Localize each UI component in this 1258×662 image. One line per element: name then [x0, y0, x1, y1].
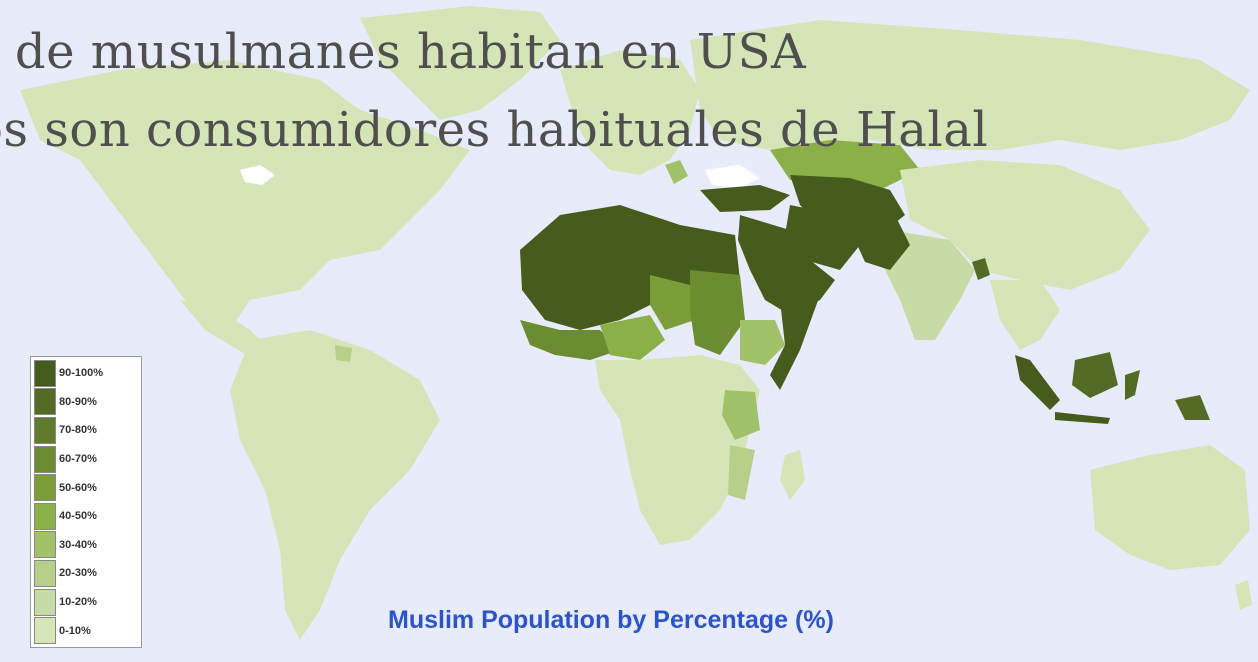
overlay-text-line-1: s de musulmanes habitan en USA	[0, 24, 807, 80]
overlay-text-line-2: os son consumidores habituales de Halal	[0, 102, 989, 158]
legend-label: 10-20%	[59, 596, 97, 609]
legend-swatch	[34, 502, 56, 530]
region-south-america	[230, 330, 440, 640]
legend-swatch	[34, 359, 56, 387]
region-australia	[1090, 445, 1250, 570]
region-arabia	[738, 215, 835, 315]
legend-item: 10-20%	[34, 588, 138, 617]
region-great-lakes	[240, 165, 275, 185]
region-greenland	[360, 6, 560, 120]
legend-item: 90-100%	[34, 359, 138, 388]
legend-swatch	[34, 388, 56, 416]
region-southeast-asia	[990, 280, 1060, 350]
region-turkey	[700, 185, 790, 212]
legend-label: 60-70%	[59, 453, 97, 466]
region-sulawesi	[1125, 370, 1140, 400]
region-sudan	[690, 270, 745, 355]
legend-label: 0-10%	[59, 624, 91, 637]
legend-item: 60-70%	[34, 445, 138, 474]
map-title: Muslim Population by Percentage (%)	[388, 606, 834, 634]
legend-swatch	[34, 588, 56, 616]
region-somalia	[770, 295, 820, 390]
region-java	[1055, 412, 1110, 424]
legend-item: 20-30%	[34, 559, 138, 588]
region-chad	[650, 275, 695, 330]
legend-swatch	[34, 559, 56, 587]
region-papua	[1175, 395, 1210, 420]
region-nigeria	[600, 315, 665, 360]
region-central-america	[180, 300, 270, 360]
legend-label: 40-50%	[59, 510, 97, 523]
region-central-africa	[595, 355, 760, 545]
legend-label: 90-100%	[59, 367, 104, 380]
legend-item: 70-80%	[34, 416, 138, 445]
region-suriname	[335, 345, 352, 362]
legend-swatch	[34, 474, 56, 502]
legend-item: 0-10%	[34, 616, 138, 645]
region-tanzania	[722, 390, 760, 440]
region-mozambique	[728, 445, 755, 500]
map-legend: 90-100% 80-90% 70-80% 60-70% 50-60% 40-50% 30-…	[30, 356, 142, 648]
region-russia	[690, 20, 1250, 150]
region-north-america	[20, 60, 470, 330]
legend-label: 70-80%	[59, 424, 97, 437]
region-borneo	[1072, 352, 1118, 398]
legend-swatch	[34, 445, 56, 473]
region-india	[880, 230, 975, 340]
region-new-zealand	[1235, 580, 1252, 610]
region-pakistan-afghanistan	[855, 215, 910, 270]
region-sumatra	[1015, 355, 1060, 410]
legend-item: 50-60%	[34, 473, 138, 502]
legend-swatch	[34, 416, 56, 444]
legend-swatch	[34, 531, 56, 559]
region-china	[900, 160, 1150, 290]
legend-label: 50-60%	[59, 481, 97, 494]
legend-rows: 90-100% 80-90% 70-80% 60-70% 50-60% 40-50% 30-…	[34, 359, 138, 645]
region-black-sea	[705, 165, 760, 188]
region-europe	[560, 50, 700, 175]
legend-item: 80-90%	[34, 388, 138, 417]
region-balkans	[665, 160, 688, 184]
legend-label: 20-30%	[59, 567, 97, 580]
region-ethiopia	[740, 320, 785, 365]
region-west-africa	[520, 320, 620, 360]
legend-item: 40-50%	[34, 502, 138, 531]
legend-label: 80-90%	[59, 395, 97, 408]
legend-swatch	[34, 617, 56, 645]
legend-label: 30-40%	[59, 538, 97, 551]
region-bangladesh	[972, 258, 990, 280]
legend-item: 30-40%	[34, 531, 138, 560]
region-madagascar	[780, 450, 805, 500]
